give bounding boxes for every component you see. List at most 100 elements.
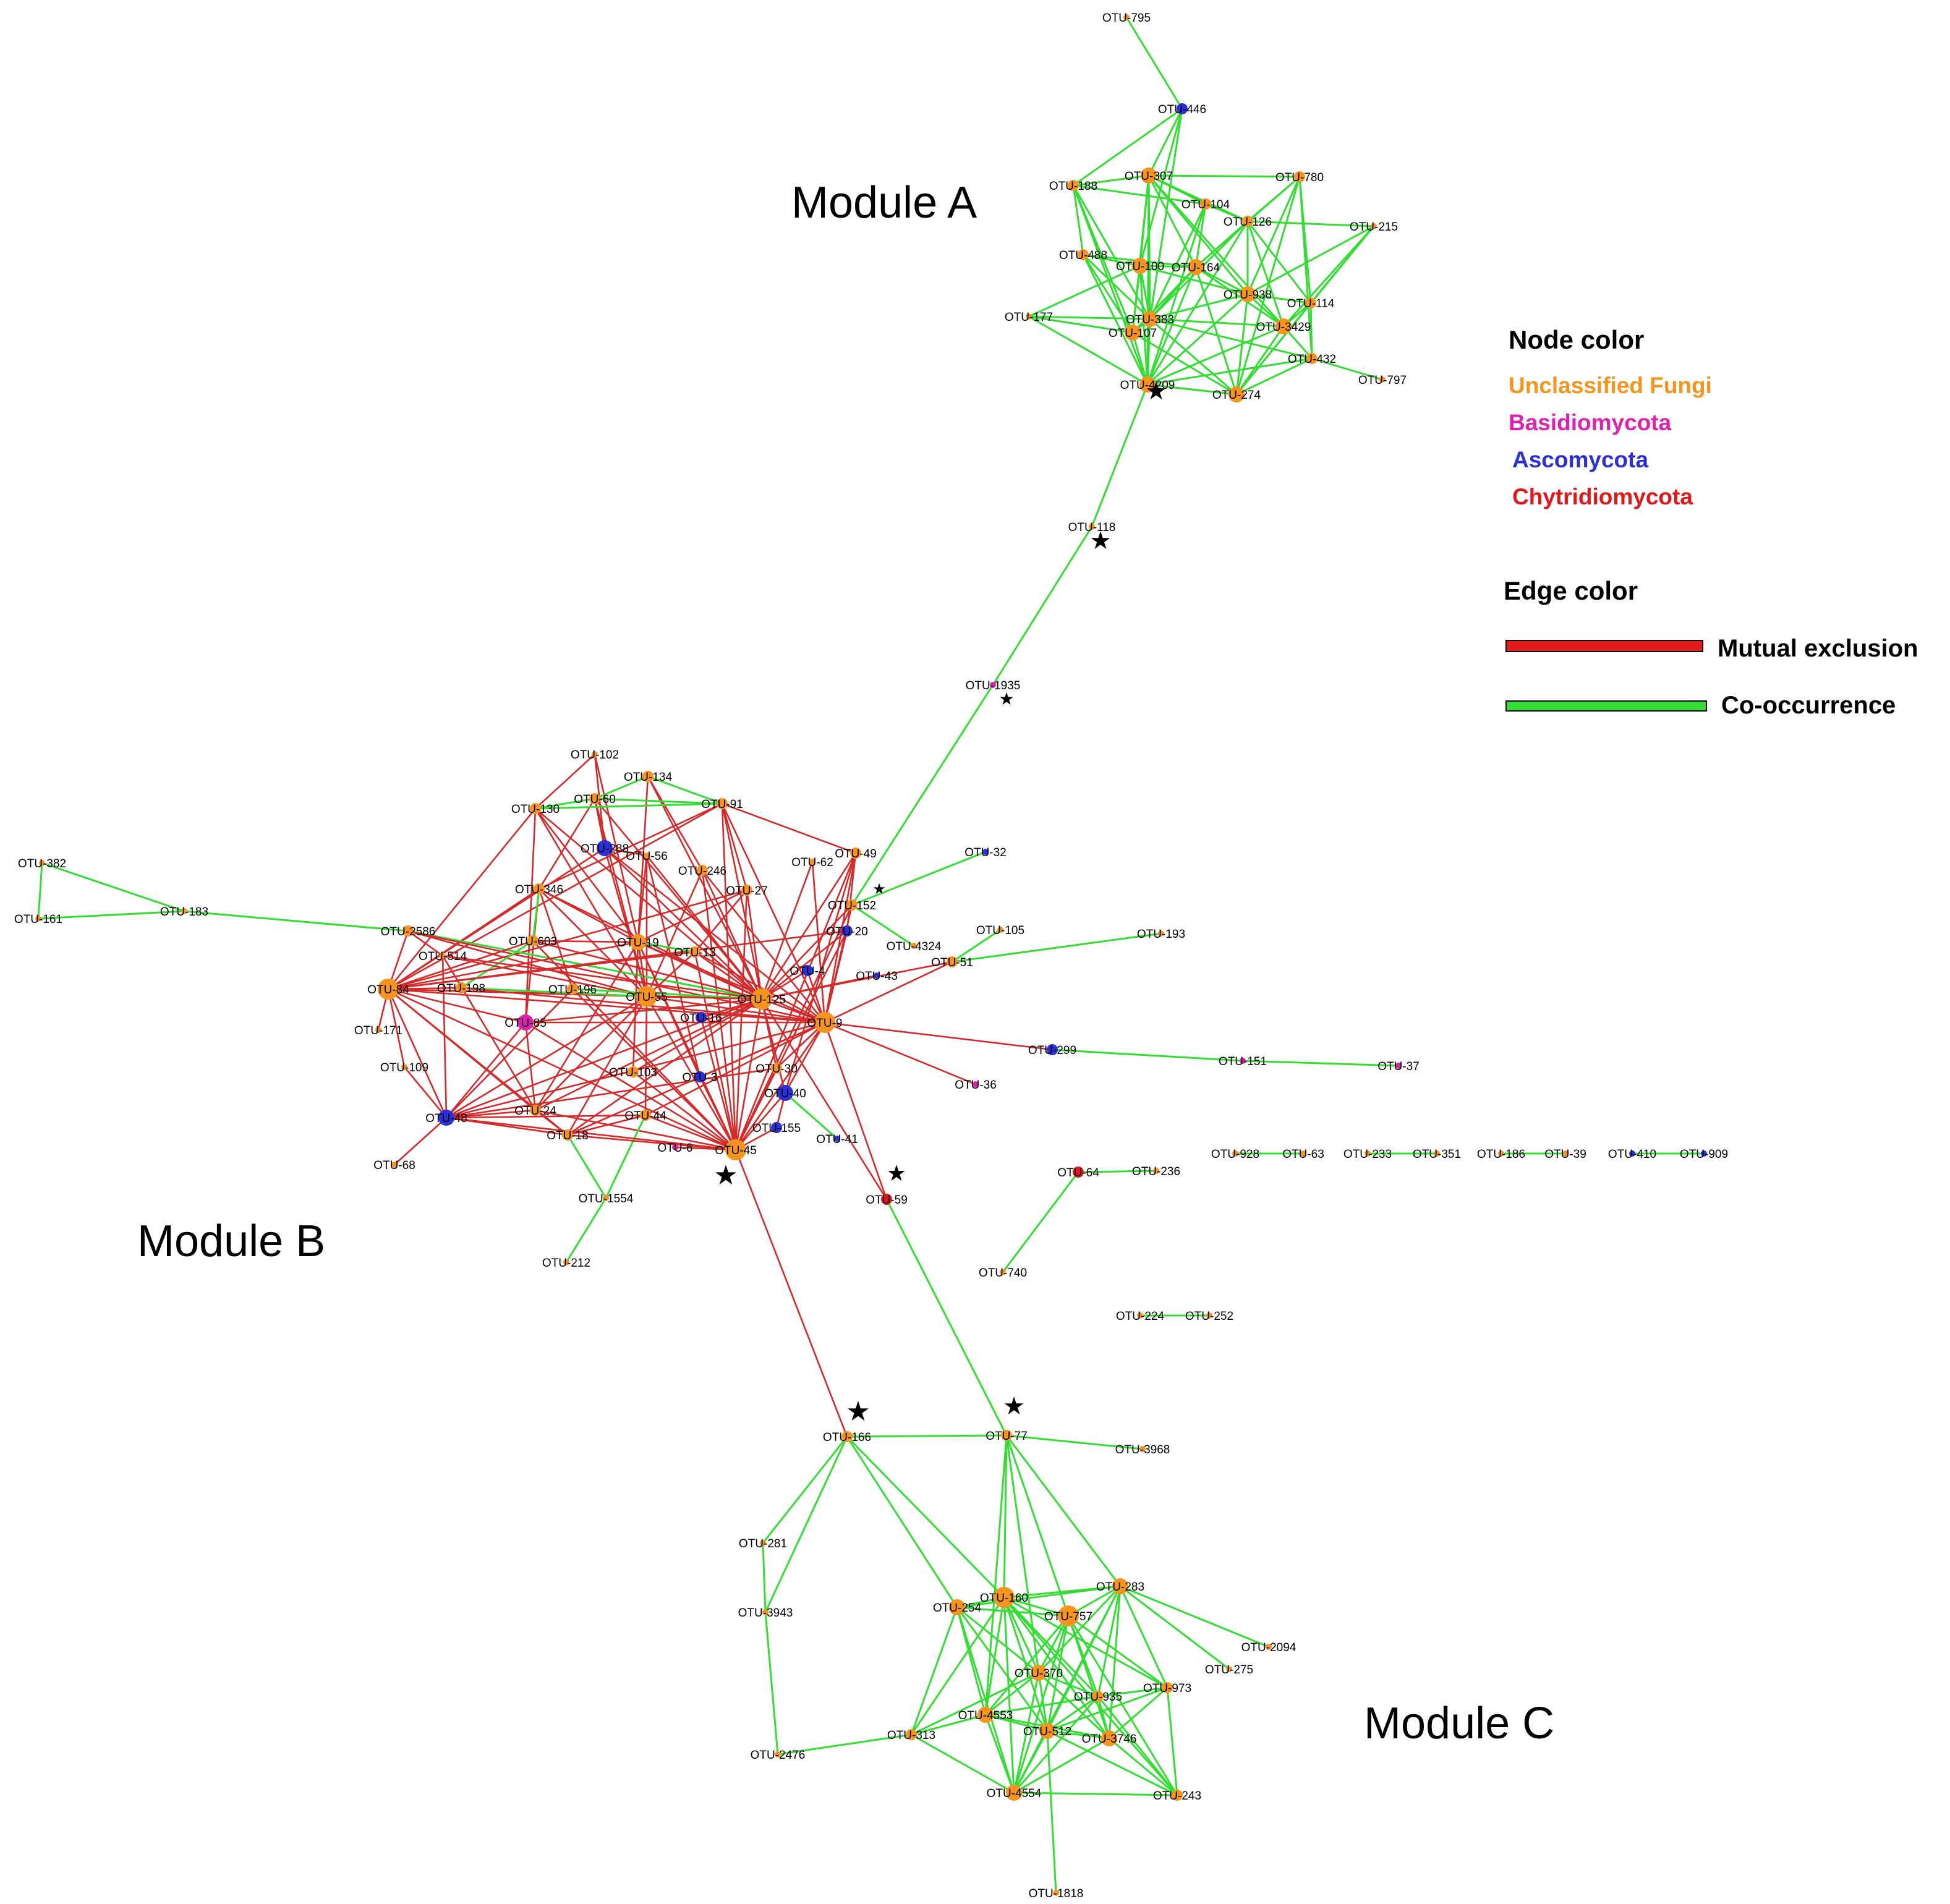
- node-label-otu-43: OTU-43: [856, 970, 898, 983]
- co-occurrence-edge: [184, 910, 409, 932]
- co-occurrence-edge: [1108, 1586, 1122, 1739]
- mutual-exclusion-edge: [637, 855, 648, 943]
- co-occurrence-edge: [605, 1115, 647, 1199]
- mutual-exclusion-edge: [387, 988, 448, 1118]
- co-occurrence-edge: [1067, 1615, 1178, 1796]
- legend-chytridiomycota: Chytridiomycota: [1512, 484, 1693, 509]
- node-label-otu-4: OTU-4: [790, 965, 825, 978]
- node-otu-134: [642, 771, 654, 782]
- co-occurrence-edge: [1037, 1672, 1110, 1740]
- co-occurrence-edge: [1120, 1585, 1269, 1648]
- node-otu-56: [644, 852, 650, 859]
- mutual-exclusion-edge: [694, 951, 825, 1024]
- node-otu-104: [1200, 198, 1211, 210]
- co-occurrence-edge: [1109, 1686, 1168, 1740]
- node-label-otu-795: OTU-795: [1102, 12, 1151, 25]
- node-otu-928: [1232, 1150, 1238, 1157]
- mutual-exclusion-edge: [637, 941, 701, 1077]
- node-otu-2094: [1266, 1644, 1272, 1650]
- co-occurrence-edge: [1148, 174, 1300, 178]
- node-otu-973: [1162, 1682, 1173, 1693]
- node-otu-102: [592, 751, 598, 757]
- node-label-otu-160: OTU-160: [980, 1592, 1028, 1605]
- node-label-otu-236: OTU-236: [1132, 1165, 1180, 1178]
- node-otu-77: [1001, 1430, 1012, 1441]
- node-otu-236: [1153, 1168, 1159, 1174]
- co-occurrence-edge: [1003, 1435, 1008, 1598]
- node-label-otu-973: OTU-973: [1143, 1682, 1191, 1695]
- node-label-otu-105: OTU-105: [976, 924, 1024, 937]
- co-occurrence-edge: [911, 1733, 1015, 1794]
- keystone-star-icon: ★: [1089, 527, 1112, 555]
- node-label-otu-59: OTU-59: [866, 1194, 908, 1207]
- mutual-exclusion-edge: [701, 870, 737, 1150]
- node-label-otu-212: OTU-212: [542, 1257, 590, 1270]
- co-occurrence-edge: [535, 797, 595, 810]
- legend: Node color Unclassified Fungi Basidiomyc…: [1504, 325, 1918, 719]
- mutual-exclusion-edge: [776, 1022, 825, 1069]
- legend-co-occurrence-swatch: [1505, 700, 1707, 712]
- co-occurrence-edge: [1149, 318, 1284, 328]
- node-otu-254: [949, 1599, 965, 1615]
- co-occurrence-edge: [1013, 1791, 1178, 1796]
- node-label-otu-382: OTU-382: [18, 857, 66, 870]
- co-occurrence-edge: [1146, 318, 1151, 385]
- co-occurrence-edge: [785, 1092, 838, 1140]
- co-occurrence-edge: [1005, 1435, 1040, 1673]
- co-occurrence-edge: [1003, 1597, 1040, 1673]
- co-occurrence-edge: [984, 1714, 1015, 1793]
- node-label-otu-233: OTU-233: [1343, 1148, 1392, 1161]
- node-label-otu-100: OTU-100: [1116, 260, 1164, 273]
- keystone-star-icon: ★: [846, 1396, 870, 1427]
- co-occurrence-edge: [984, 1435, 1008, 1715]
- mutual-exclusion-edge: [387, 808, 537, 990]
- node-otu-603: [527, 935, 539, 946]
- co-occurrence-edge: [1247, 293, 1311, 304]
- node-label-otu-155: OTU-155: [752, 1122, 801, 1135]
- co-occurrence-edge: [1282, 225, 1375, 328]
- node-otu-183: [181, 908, 187, 914]
- mutual-exclusion-edge: [394, 1117, 447, 1165]
- node-label-otu-274: OTU-274: [1212, 389, 1261, 402]
- node-label-otu-125: OTU-125: [738, 993, 786, 1006]
- mutual-exclusion-edge: [734, 998, 763, 1150]
- mutual-exclusion-edge: [534, 808, 639, 943]
- edges-layer: [37, 17, 1704, 1893]
- node-otu-3: [694, 1071, 705, 1082]
- co-occurrence-edge: [1028, 315, 1151, 320]
- co-occurrence-edge: [1235, 326, 1285, 395]
- co-occurrence-edge: [1047, 1730, 1110, 1740]
- co-occurrence-edge: [1082, 254, 1134, 333]
- mutual-exclusion-edge: [446, 1109, 536, 1119]
- co-occurrence-edge: [984, 1615, 1070, 1715]
- co-occurrence-edge: [1046, 1730, 1057, 1893]
- node-otu-6: [672, 1144, 678, 1150]
- mutual-exclusion-edge: [446, 1022, 526, 1118]
- mutual-exclusion-edge: [534, 941, 639, 1111]
- node-otu-91: [717, 798, 728, 809]
- node-label-otu-275: OTU-275: [1205, 1664, 1253, 1677]
- co-occurrence-edge: [846, 1434, 1007, 1438]
- mutual-exclusion-edge: [761, 974, 877, 1000]
- co-occurrence-edge: [37, 862, 43, 919]
- node-otu-795: [1123, 14, 1130, 20]
- co-occurrence-edge: [1006, 1434, 1143, 1450]
- mutual-exclusion-edge: [645, 1021, 825, 1116]
- co-occurrence-edge: [1119, 1586, 1169, 1688]
- node-label-otu-193: OTU-193: [1137, 928, 1185, 941]
- mutual-exclusion-edge: [645, 870, 704, 997]
- mutual-exclusion-edge: [442, 954, 647, 998]
- node-label-otu-196: OTU-196: [548, 984, 597, 997]
- node-otu-1935: [990, 682, 996, 688]
- mutual-exclusion-edge: [388, 987, 462, 990]
- node-otu-935: [1092, 1691, 1104, 1702]
- co-occurrence-edge: [1246, 176, 1301, 295]
- node-label-otu-446: OTU-446: [1158, 103, 1206, 116]
- mutual-exclusion-edge: [388, 988, 736, 1151]
- co-occurrence-edge: [1013, 1696, 1099, 1793]
- co-occurrence-edge: [1028, 315, 1148, 386]
- mutual-exclusion-edge: [535, 754, 595, 809]
- mutual-exclusion-edge: [535, 998, 762, 1111]
- node-otu-4209: [1139, 376, 1156, 393]
- co-occurrence-edge: [1097, 1586, 1122, 1697]
